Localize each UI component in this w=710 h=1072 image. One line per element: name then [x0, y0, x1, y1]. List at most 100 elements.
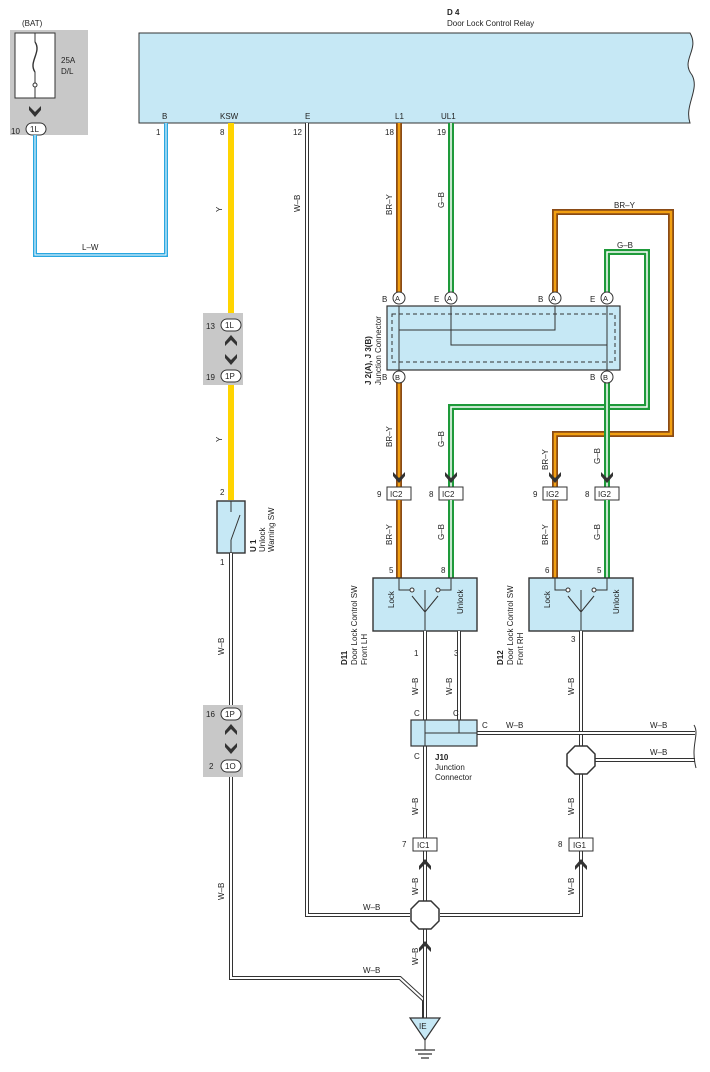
d11-pin-8: 8 — [441, 566, 446, 575]
wire-wb-label-d12: W–B — [567, 678, 576, 695]
connector-1l-chevron-up — [225, 335, 237, 346]
wire-gb-loop-inner — [450, 251, 648, 487]
j2-pin-a-1 — [392, 291, 406, 305]
wire-wb-j10-right-core — [477, 732, 695, 761]
fuse-amp: 25A — [61, 56, 76, 65]
j2-pin-a-1-label: A — [395, 294, 400, 303]
wire-bry-label-loop: BR–Y — [614, 201, 636, 210]
connector-1o-box — [220, 759, 242, 773]
d12-switch-contacts — [554, 578, 608, 630]
junction-j2-name: Junction Connector — [374, 316, 383, 385]
connector-1p-box-b — [220, 707, 242, 721]
wire-wb-label-ic1-down: W–B — [411, 878, 420, 895]
j2-pin-a-2 — [444, 291, 458, 305]
wire-lw-label: L–W — [82, 243, 99, 252]
wire-wb-label-ie: W–B — [411, 948, 420, 965]
ig2-pin-9: 9 — [533, 490, 538, 499]
j2-pin-b-2-label: B — [603, 373, 608, 382]
d12-pin-6: 6 — [545, 566, 550, 575]
wire-bry-label-l1: BR–Y — [385, 193, 394, 215]
relay-pin-12: 12 — [293, 128, 302, 137]
relay-pin-19: 19 — [437, 128, 446, 137]
wire-wb-label-j10-down: W–B — [411, 798, 420, 815]
d11-name-1: Door Lock Control SW — [350, 585, 359, 665]
wire-wb-label-d11-3: W–B — [445, 678, 454, 695]
relay-terminal-l1: L1 — [395, 112, 404, 121]
relay-pin-1: 1 — [156, 128, 161, 137]
unlock-sw-id: U 1 — [249, 539, 258, 552]
relay-pin-8: 8 — [220, 128, 225, 137]
wire-lw-core — [34, 123, 167, 256]
ig1-chevron — [575, 859, 587, 870]
ig2-chevron-2 — [601, 472, 613, 483]
wire-bry-label-rh-top: BR–Y — [541, 448, 550, 470]
pin-2: 2 — [209, 762, 214, 771]
d11-name-2: Front LH — [360, 634, 369, 665]
ig1-label: IG1 — [573, 841, 586, 850]
d11-pin-3: 3 — [454, 649, 459, 658]
wire-wb-label-e: W–B — [293, 195, 302, 212]
d11-pin-1: 1 — [414, 649, 419, 658]
j2-top-label-4: E — [590, 295, 595, 304]
ic2-label-1: IC2 — [390, 490, 403, 499]
wire-wb-label-right-1: W–B — [650, 721, 667, 730]
ic1-box — [412, 837, 438, 852]
ig2-label-1: IG2 — [546, 490, 559, 499]
j10-c-bottom: C — [414, 752, 420, 761]
connector-1o-label: 1O — [225, 762, 236, 771]
wire-y-label-bottom: Y — [215, 436, 224, 442]
ic2-chevron-1 — [393, 472, 405, 483]
wire-wb-label-bottom: W–B — [363, 966, 380, 975]
wire-gb-label-rh-bottom: G–B — [593, 524, 602, 540]
j10-internal — [424, 720, 477, 746]
wire-lw — [33, 123, 168, 257]
wire-wb-label-d12-low: W–B — [567, 878, 576, 895]
bat-connector-label: 1L — [30, 125, 39, 134]
ig1-pin-8: 8 — [558, 840, 563, 849]
wire-wb-label-j10-c: W–B — [506, 721, 523, 730]
relay-terminal-b: B — [162, 112, 167, 121]
pin-19: 19 — [206, 373, 215, 382]
bat-label: (BAT) — [22, 19, 43, 28]
d11-contact-dot-2 — [435, 587, 441, 593]
j2-top-label-3: B — [538, 295, 543, 304]
wire-wb-label-d12-mid: W–B — [567, 798, 576, 815]
connector-1o-chevron-down — [225, 743, 237, 754]
wire-wb-label-e-bottom: W–B — [363, 903, 380, 912]
ic2-label-2: IC2 — [442, 490, 455, 499]
ic2-chevron-2 — [445, 472, 457, 483]
pin-13: 13 — [206, 322, 215, 331]
d12-pin-5: 5 — [597, 566, 602, 575]
wire-wb-label-right-2: W–B — [650, 748, 667, 757]
ground-ie-label: IE — [419, 1022, 427, 1031]
j10-name-1: Junction — [435, 763, 465, 772]
j10-c-top-right: C — [453, 709, 459, 718]
relay-terminal-ul1: UL1 — [441, 112, 456, 121]
wire-bry-loop-inner — [553, 210, 673, 487]
splice-point-bottom — [410, 900, 440, 930]
unlock-sw-pin-1: 1 — [220, 558, 225, 567]
j2-pin-b-2 — [600, 370, 614, 384]
ic1-chevron — [419, 859, 431, 870]
splice-point-right — [566, 745, 596, 775]
j2-pin-a-4 — [600, 291, 614, 305]
unlock-sw-name-2: Warning SW — [267, 507, 276, 552]
wire-wb-label-u1-lower: W–B — [217, 883, 226, 900]
j2-top-label-2: E — [434, 295, 439, 304]
d11-contact-dot-1 — [409, 587, 415, 593]
ig2-label-2: IG2 — [598, 490, 611, 499]
j2-bottom-label-1: B — [382, 373, 387, 382]
wire-bry-label-lh-top: BR–Y — [385, 425, 394, 447]
unlock-sw-lever — [230, 514, 241, 541]
wire-wb-label-u1: W–B — [217, 638, 226, 655]
wire-gb-label-rh-top: G–B — [593, 448, 602, 464]
pin-16: 16 — [206, 710, 215, 719]
connector-1p-label-a: 1P — [225, 372, 235, 381]
d11-lock-label: Lock — [387, 590, 396, 608]
unlock-sw-pin-2: 2 — [220, 488, 225, 497]
j10-c-right: C — [482, 721, 488, 730]
ic2-pin-8: 8 — [429, 490, 434, 499]
j2-bottom-label-2: B — [590, 373, 595, 382]
d12-contact-dot-1 — [565, 587, 571, 593]
wire-gb-label-lh-bottom: G–B — [437, 524, 446, 540]
